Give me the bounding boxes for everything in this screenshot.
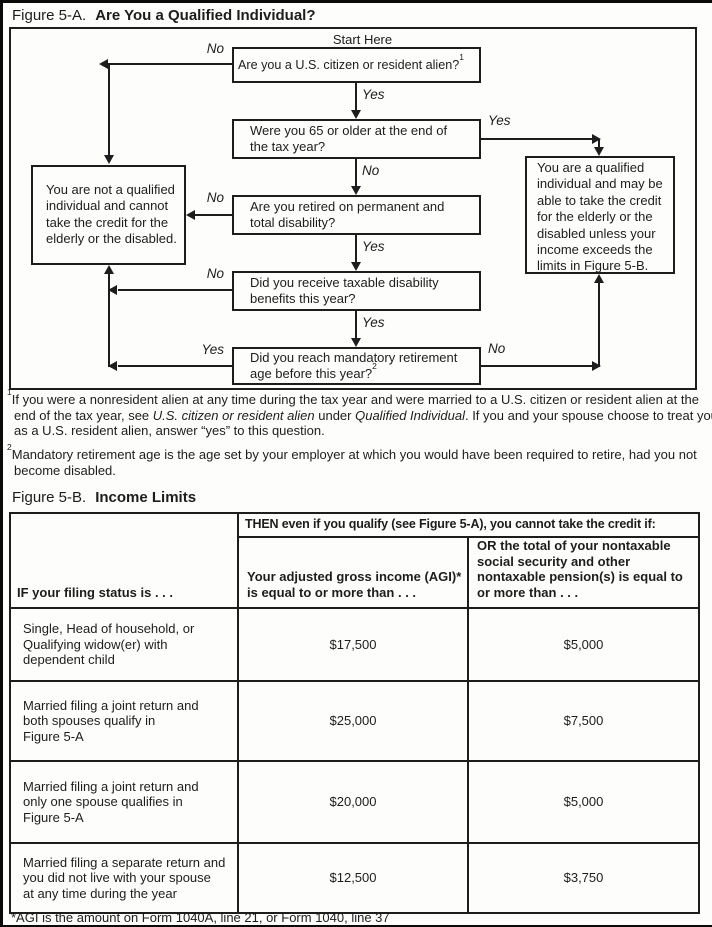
footnote-1-italic-section: Qualified Individual xyxy=(355,407,465,423)
arrowhead-right-q5-no xyxy=(592,361,601,371)
cell-nontaxable-limit: $3,750 xyxy=(467,842,700,914)
arrowhead-left-q3-no xyxy=(186,210,195,220)
connector-q2-q3 xyxy=(355,159,357,187)
connector-q2-yes xyxy=(481,138,592,140)
edge-label-no-q3: No xyxy=(206,190,224,205)
edge-label-no-q1: No xyxy=(206,41,224,56)
footnote-1-marker: 1 xyxy=(7,386,12,397)
edge-label-yes-q1: Yes xyxy=(362,87,385,102)
agi-footnote: *AGI is the amount on Form 1040A, line 2… xyxy=(11,910,390,925)
question-text: Did you reach mandatory retirement age b… xyxy=(250,350,458,381)
question-box-mandatory-retirement: Did you reach mandatory retirement age b… xyxy=(232,347,481,385)
question-box-age-65: Were you 65 or older at the end of the t… xyxy=(232,119,481,159)
connector-q3-no xyxy=(195,214,232,216)
arrowhead-left-q1-no xyxy=(99,59,108,69)
arrowhead-down-q5 xyxy=(351,338,361,347)
column-header-nontaxable: OR the total of your nontaxable social s… xyxy=(467,536,700,609)
cell-agi-limit: $12,500 xyxy=(237,842,469,914)
footnote-1: 1If you were a nonresident alien at any … xyxy=(7,386,712,438)
cell-nontaxable-limit: $7,500 xyxy=(467,680,700,762)
cell-filing-status: Married filing a joint return and only o… xyxy=(9,760,239,844)
column-header-filing-status: IF your filing status is . . . xyxy=(9,512,239,609)
cell-agi-limit: $25,000 xyxy=(237,680,469,762)
cell-agi-limit: $17,500 xyxy=(237,607,469,682)
outcome-box-qualified: You are a qualified individual and may b… xyxy=(525,156,675,274)
edge-label-no-q5: No xyxy=(488,341,506,356)
column-header-then: THEN even if you qualify (see Figure 5-A… xyxy=(237,512,700,538)
arrowhead-down-q4 xyxy=(351,262,361,271)
arrowhead-down-not-qualified xyxy=(104,155,114,164)
arrowhead-left-q5-yes xyxy=(108,361,117,371)
question-text: Are you a U.S. citizen or resident alien… xyxy=(238,51,464,72)
arrowhead-up-qualified xyxy=(594,274,604,283)
arrowhead-right-q2-yes xyxy=(592,134,601,144)
edge-label-no-q4: No xyxy=(206,266,224,281)
figure-5a-label: Figure 5-A. xyxy=(12,7,87,24)
outcome-box-not-qualified: You are not a qualified individual and c… xyxy=(31,165,186,265)
table-row: Married filing a joint return and both s… xyxy=(9,680,700,762)
question-box-taxable-benefits: Did you receive taxable disability benef… xyxy=(232,271,481,311)
footnote-ref-1: 1 xyxy=(459,51,464,62)
connector-left-up xyxy=(108,274,110,367)
cell-filing-status: Married filing a joint return and both s… xyxy=(9,680,239,762)
connector-q5-no xyxy=(481,365,592,367)
figure-5a-heading: Are You a Qualified Individual? xyxy=(95,7,316,24)
arrowhead-down-q2 xyxy=(351,110,361,119)
connector-q1-no xyxy=(109,63,232,65)
footnote-2: 2Mandatory retirement age is the age set… xyxy=(7,442,712,478)
connector-q2-yes-down xyxy=(598,139,600,148)
connector-q5-yes xyxy=(118,365,232,367)
connector-q1-q2 xyxy=(355,83,357,111)
question-text: Were you 65 or older at the end of the t… xyxy=(250,123,448,154)
question-box-retired-disability: Are you retired on permanent and total d… xyxy=(232,195,481,235)
connector-q4-no xyxy=(118,289,232,291)
figure-5b-title: Figure 5-B. Income Limits xyxy=(12,489,196,506)
edge-label-yes-q5: Yes xyxy=(201,342,224,357)
arrowhead-down-q3 xyxy=(351,186,361,195)
figure-5a-title: Figure 5-A. Are You a Qualified Individua… xyxy=(12,7,316,24)
income-limits-table: IF your filing status is . . . THEN even… xyxy=(9,512,700,914)
cell-nontaxable-limit: $5,000 xyxy=(467,607,700,682)
edge-label-yes-q4: Yes xyxy=(362,315,385,330)
footnote-2-text: Mandatory retirement age is the age set … xyxy=(11,447,697,478)
start-here-label: Start Here xyxy=(332,32,393,47)
connector-q5-no-up xyxy=(598,283,600,367)
edge-label-yes-q3: Yes xyxy=(362,239,385,254)
question-box-citizen: Are you a U.S. citizen or resident alien… xyxy=(232,47,481,83)
arrowhead-down-qualified xyxy=(594,147,604,156)
table-row: Married filing a joint return and only o… xyxy=(9,760,700,844)
edge-label-no-q2: No xyxy=(362,163,380,178)
footnote-ref-2: 2 xyxy=(372,360,377,371)
question-text: Did you receive taxable disability benef… xyxy=(250,275,439,306)
qualification-flowchart: Start Here Are you a U.S. citizen or res… xyxy=(9,27,697,390)
figure-5b-heading: Income Limits xyxy=(95,489,197,506)
connector-q4-q5 xyxy=(355,311,357,339)
cell-nontaxable-limit: $5,000 xyxy=(467,760,700,844)
arrowhead-up-not-qualified xyxy=(104,265,114,274)
footnote-2-marker: 2 xyxy=(7,441,12,452)
cell-agi-limit: $20,000 xyxy=(237,760,469,844)
column-header-agi: Your adjusted gross income (AGI)* is equ… xyxy=(237,536,469,609)
connector-q1-no-down xyxy=(108,63,110,155)
connector-q3-q4 xyxy=(355,235,357,263)
edge-label-yes-q2: Yes xyxy=(488,113,511,128)
cell-filing-status: Married filing a separate return and you… xyxy=(9,842,239,914)
figure-5b-label: Figure 5-B. xyxy=(12,489,87,506)
footnote-1-text: If you were a nonresident alien at any t… xyxy=(11,392,699,423)
footnote-1-italic-reference: U.S. citizen or resident alien xyxy=(152,407,315,423)
table-row: Married filing a separate return and you… xyxy=(9,842,700,914)
arrowhead-left-q4-no xyxy=(108,285,117,295)
question-text: Are you retired on permanent and total d… xyxy=(250,199,445,230)
cell-filing-status: Single, Head of household, or Qualifying… xyxy=(9,607,239,682)
table-row: Single, Head of household, or Qualifying… xyxy=(9,607,700,682)
